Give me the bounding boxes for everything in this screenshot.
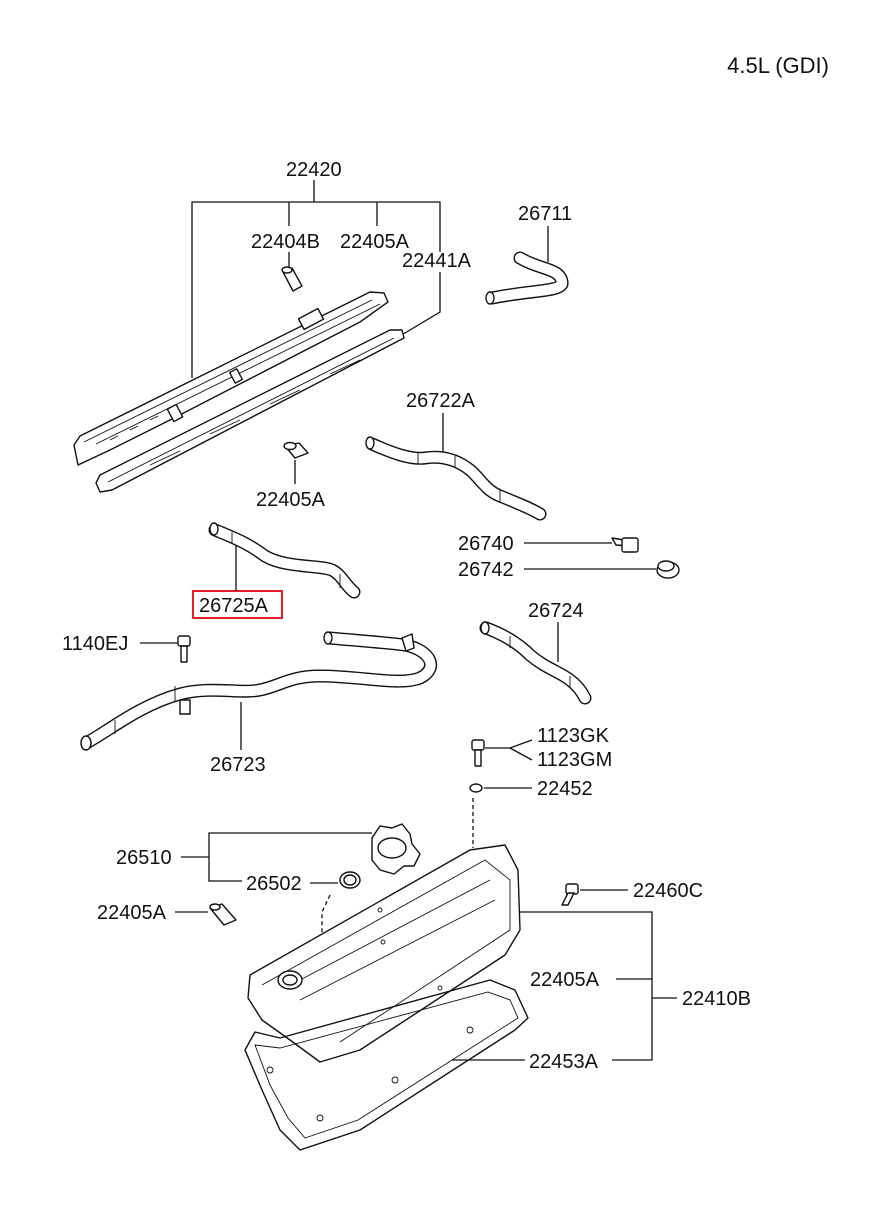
label-26724[interactable]: 26724 xyxy=(528,600,584,622)
label-26722a[interactable]: 26722A xyxy=(406,390,476,412)
bolt-1123gk xyxy=(471,739,485,767)
bolt-1140ej xyxy=(177,635,191,663)
oil-cap-26510 xyxy=(371,823,421,875)
label-26711[interactable]: 26711 xyxy=(518,203,572,225)
label-22405a-left[interactable]: 22405A xyxy=(97,902,167,924)
selected-part-highlight xyxy=(192,590,283,619)
label-1123gm[interactable]: 1123GM xyxy=(537,749,612,771)
label-22405a-mid[interactable]: 22405A xyxy=(256,489,326,511)
label-22460c[interactable]: 22460C xyxy=(633,880,703,902)
label-26502[interactable]: 26502 xyxy=(246,873,302,895)
label-26742[interactable]: 26742 xyxy=(458,559,514,581)
label-22405a-top[interactable]: 22405A xyxy=(340,231,410,253)
gasket-22441a xyxy=(95,329,405,493)
gasket-22453a xyxy=(244,979,529,1151)
label-22404b[interactable]: 22404B xyxy=(251,231,320,253)
label-22452[interactable]: 22452 xyxy=(537,778,593,800)
washer-22452 xyxy=(469,783,483,793)
pin-22405a-left xyxy=(209,903,237,926)
pin-22404b xyxy=(281,266,303,292)
label-26723[interactable]: 26723 xyxy=(210,754,266,776)
hose-26722a xyxy=(365,436,547,521)
label-1140ej[interactable]: 1140EJ xyxy=(62,633,128,655)
cover-22420 xyxy=(73,291,389,466)
grommet-26742 xyxy=(656,560,680,579)
hose-26711 xyxy=(485,251,569,305)
leader-lines xyxy=(140,180,677,1061)
label-26510[interactable]: 26510 xyxy=(116,847,172,869)
bolt-22460c xyxy=(561,883,579,906)
valve-26740 xyxy=(611,537,639,553)
label-22453a[interactable]: 22453A xyxy=(529,1051,599,1073)
label-1123gk[interactable]: 1123GK xyxy=(537,725,610,747)
engine-label: 4.5L (GDI) xyxy=(727,53,829,78)
pin-22405a-mid xyxy=(283,441,309,459)
valve-cover-22410b xyxy=(247,844,521,1063)
label-26740[interactable]: 26740 xyxy=(458,533,514,555)
part-labels: 22420 22404B 22405A 22441A 26711 26722A … xyxy=(62,159,751,1073)
label-22441a[interactable]: 22441A xyxy=(402,250,472,272)
o-ring-26502 xyxy=(339,871,361,889)
hose-26725a xyxy=(208,522,361,599)
label-22420[interactable]: 22420 xyxy=(286,159,342,181)
label-22410b[interactable]: 22410B xyxy=(682,988,751,1010)
label-22405a-cover[interactable]: 22405A xyxy=(530,969,600,991)
label-26725a[interactable]: 26725A xyxy=(199,595,269,617)
hose-26724 xyxy=(479,621,592,705)
hose-26723 xyxy=(80,631,438,751)
